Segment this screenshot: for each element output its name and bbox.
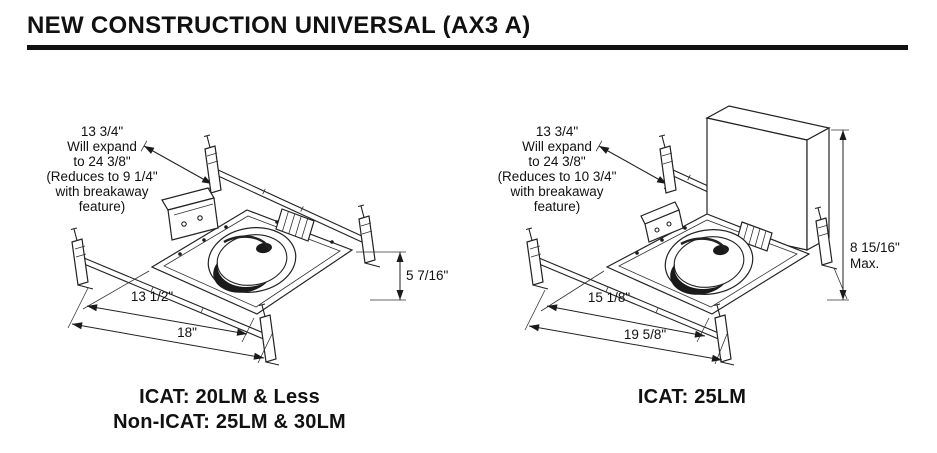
caption-line: ICAT: 25LM [637, 386, 747, 408]
note-line: feature) [534, 199, 581, 214]
nailer-bracket-left [525, 227, 549, 290]
nailer-bracket-top [658, 134, 677, 194]
note-line: (Reduces to 9 1/4" [46, 169, 158, 184]
junction-box [640, 201, 684, 243]
diagram-caption-right: ICAT: 25LM [457, 385, 927, 410]
height-dimension: 5 7/16" [356, 251, 449, 301]
diagram-icat-25lm: 13 3/4" Will expand to 24 3/8" (Reduces … [457, 52, 927, 435]
caption-line: Non-ICAT: 25LM & 30LM [113, 411, 346, 433]
note-line: with breakaway [509, 184, 603, 199]
diagram-caption-left: ICAT: 20LM & Less Non-ICAT: 25LM & 30LM [2, 385, 457, 435]
diagram-drawing-right: 13 3/4" Will expand to 24 3/8" (Reduces … [498, 105, 900, 366]
note-line: (Reduces to 10 3/4" [498, 169, 617, 184]
note-line: to 24 3/8" [528, 154, 586, 169]
height-dimension-sub: Max. [850, 256, 879, 271]
note-line: to 24 3/8" [73, 154, 131, 169]
outer-width-label: 18" [177, 325, 197, 340]
width-dimensions: 15 1/8" 19 5/8" [524, 270, 728, 365]
note-line: 13 3/4" [81, 124, 124, 139]
light-aperture [664, 229, 754, 295]
terminal-strip [736, 221, 773, 252]
width-dimensions: 13 1/2" 18" [67, 270, 273, 364]
nailer-bracket-right [814, 206, 838, 270]
hanger-bar-front [83, 257, 267, 341]
height-dimension: 8 15/16" Max. [827, 129, 900, 301]
diagram-icat-20lm: 13 3/4" Will expand to 24 3/8" (Reduces … [2, 52, 457, 435]
expand-note: 13 3/4" Will expand to 24 3/8" (Reduces … [498, 124, 617, 214]
inner-width-label: 13 1/2" [131, 289, 174, 304]
hanger-bar-front [538, 257, 722, 341]
diagram-drawing-left: 13 3/4" Will expand to 24 3/8" (Reduces … [46, 124, 449, 366]
nailer-bracket-bottom [258, 303, 280, 366]
hanger-bar-back [215, 168, 365, 244]
light-aperture [207, 227, 297, 293]
page-title: NEW CONSTRUCTION UNIVERSAL (AX3 A) [27, 12, 531, 39]
inner-width-label: 15 1/8" [588, 290, 631, 305]
nailer-bracket-bottom [713, 303, 735, 366]
nailer-bracket-left [70, 227, 94, 290]
junction-box [161, 187, 219, 241]
height-dimension-label: 5 7/16" [406, 268, 449, 283]
nailer-bracket-top [203, 134, 222, 194]
outer-width-label: 19 5/8" [624, 327, 667, 342]
terminal-strip [275, 208, 315, 242]
note-line: Will expand [522, 139, 592, 154]
note-line: with breakaway [54, 184, 148, 199]
note-line: 13 3/4" [536, 124, 579, 139]
height-dimension-label: 8 15/16" [850, 240, 900, 255]
header: NEW CONSTRUCTION UNIVERSAL (AX3 A) [27, 12, 937, 50]
diagram-row: 13 3/4" Will expand to 24 3/8" (Reduces … [2, 52, 937, 435]
title-underline [27, 45, 908, 50]
nailer-bracket-right [357, 204, 381, 268]
expand-note: 13 3/4" Will expand to 24 3/8" (Reduces … [46, 124, 158, 214]
caption-line: ICAT: 20LM & Less [139, 386, 320, 408]
note-line: feature) [79, 199, 126, 214]
note-line: Will expand [67, 139, 137, 154]
